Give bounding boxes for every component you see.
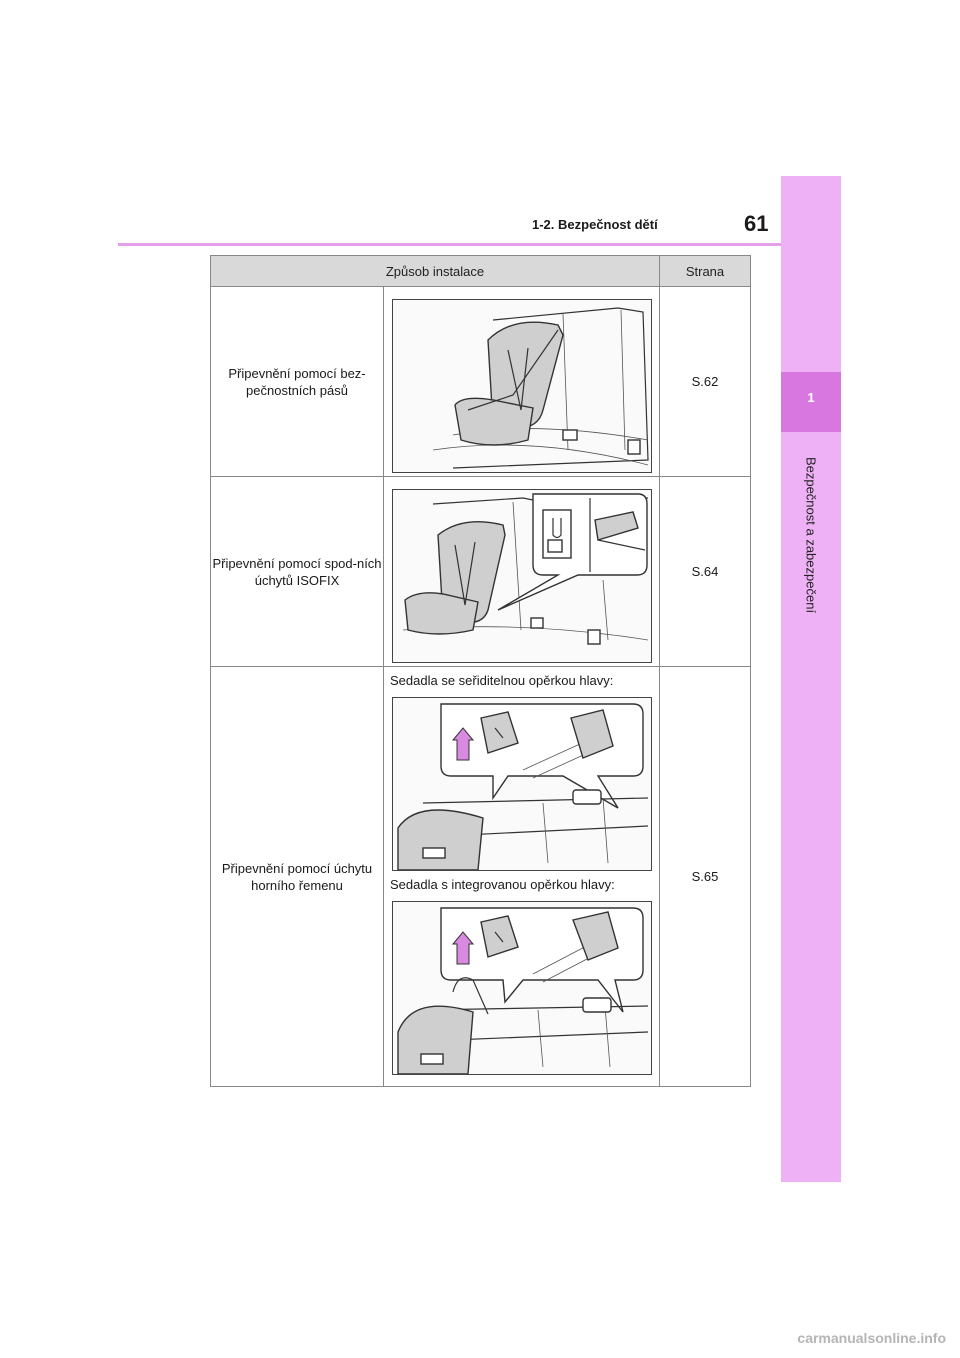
method-top-tether: Připevnění pomocí úchytu horního řemenu	[210, 666, 384, 1087]
page-number: 61	[744, 211, 769, 236]
chapter-number: 1	[807, 390, 815, 405]
seat-belt-illustration	[392, 299, 652, 473]
footer-watermark: carmanualsonline.info	[797, 1330, 946, 1346]
header-rule	[118, 243, 781, 246]
section-title: 1-2. Bezpečnost dětí	[532, 217, 658, 232]
chapter-label: Bezpečnost a zabezpečení	[803, 456, 819, 614]
figure-cell	[383, 476, 660, 667]
page-ref-top-tether: S.65	[659, 666, 751, 1087]
chapter-side-tab	[781, 176, 841, 1182]
installation-table: Způsob instalace Strana Připevnění pomoc…	[210, 255, 751, 1087]
method-seat-belt: Připevnění pomocí bez-pečnostních pásů	[210, 286, 384, 477]
column-header-page: Strana	[659, 255, 751, 287]
table-row: Připevnění pomocí úchytu horního řemenu …	[210, 666, 751, 1087]
tether-integrated-headrest-illustration	[392, 901, 652, 1075]
method-isofix: Připevnění pomocí spod-ních úchytů ISOFI…	[210, 476, 384, 667]
figure-cell: Sedadla se seřiditelnou opěrkou hlavy:	[383, 666, 660, 1087]
caption-adjustable-headrest: Sedadla se seřiditelnou opěrkou hlavy:	[390, 673, 614, 688]
column-header-method: Způsob instalace	[210, 255, 660, 287]
table-row: Připevnění pomocí bez-pečnostních pásů	[210, 286, 751, 477]
page-ref-seat-belt: S.62	[659, 286, 751, 477]
chapter-tab-active	[781, 372, 841, 432]
table-header-row: Způsob instalace Strana	[210, 255, 751, 287]
figure-cell	[383, 286, 660, 477]
table-row: Připevnění pomocí spod-ních úchytů ISOFI…	[210, 476, 751, 667]
isofix-illustration	[392, 489, 652, 663]
tether-adjustable-headrest-illustration	[392, 697, 652, 871]
page-ref-isofix: S.64	[659, 476, 751, 667]
caption-integrated-headrest: Sedadla s integrovanou opěrkou hlavy:	[390, 877, 615, 892]
